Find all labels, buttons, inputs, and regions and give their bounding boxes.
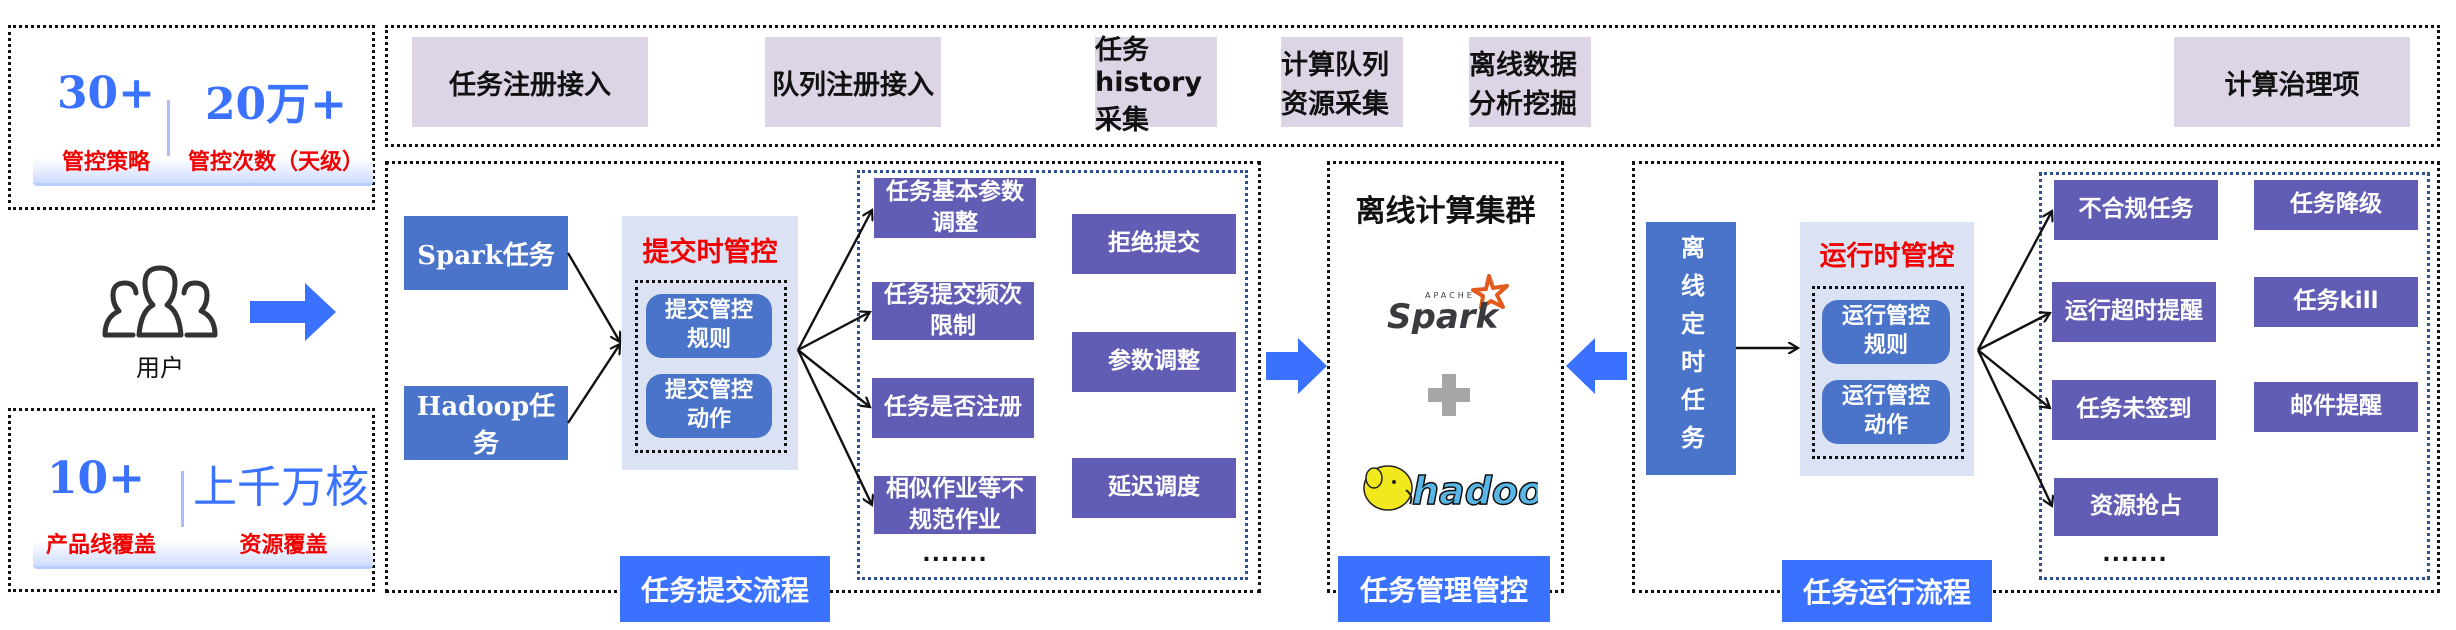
stats-platform bbox=[33, 541, 373, 569]
flow-arrow-right-icon bbox=[1266, 338, 1327, 394]
check-registered: 任务是否注册 bbox=[872, 378, 1034, 438]
data-collection-row: 任务注册接入 队列注册接入 任务history采集 计算队列资源采集 离线数据分… bbox=[385, 25, 2440, 147]
flow-arrow-right-icon bbox=[250, 283, 336, 341]
stat-divider bbox=[167, 100, 170, 156]
submit-control-group bbox=[635, 280, 787, 453]
submit-control-actions-label: 提交管控 动作 bbox=[664, 378, 753, 432]
spark-logo: APACHE Spark bbox=[1385, 274, 1515, 334]
tile-governance-items: 计算治理项 bbox=[2174, 37, 2410, 127]
runtime-control-actions: 运行管控 动作 bbox=[1822, 380, 1950, 444]
stat-policies-label: 管控策略 bbox=[61, 150, 150, 175]
runtime-control-panel: 运行时管控 运行管控 规则 运行管控 动作 bbox=[1800, 222, 1974, 476]
stat-resource-value: 上千万核 bbox=[193, 462, 369, 513]
submit-control-rules-label: 提交管控 规则 bbox=[664, 298, 753, 352]
stats-panel-bottom: 10+ 上千万核 产品线覆盖 资源覆盖 bbox=[8, 408, 375, 592]
cluster-label: 任务管理管控 bbox=[1338, 556, 1550, 622]
hadoop-logo-text: hadoop bbox=[1412, 469, 1538, 513]
stat-daily-count-label: 管控次数（天级） bbox=[187, 150, 364, 175]
spark-logo-apache: APACHE bbox=[1425, 291, 1475, 300]
flow-arrow-left-icon bbox=[1566, 338, 1627, 394]
check-resource-preemption: 资源抢占 bbox=[2054, 478, 2218, 536]
submit-control-title: 提交时管控 bbox=[642, 237, 778, 268]
submit-control-panel: 提交时管控 提交管控 规则 提交管控 动作 bbox=[622, 216, 798, 470]
stat-daily-count-value: 20万+ bbox=[204, 79, 348, 130]
users-icon bbox=[95, 265, 225, 340]
stat-policies-value: 30+ bbox=[56, 68, 156, 119]
action-downgrade-task: 任务降级 bbox=[2254, 180, 2418, 230]
action-kill-task: 任务kill bbox=[2254, 277, 2418, 327]
check-similar-jobs-label: 相似作业等不 规范作业 bbox=[886, 475, 1024, 533]
action-delay-schedule: 延迟调度 bbox=[1072, 458, 1236, 518]
tile-queue-registration: 队列注册接入 bbox=[765, 37, 941, 127]
check-timeout-alert: 运行超时提醒 bbox=[2052, 282, 2216, 342]
runtime-flow-section bbox=[1632, 161, 2440, 593]
cluster-title: 离线计算集群 bbox=[1355, 194, 1536, 229]
source-offline-scheduled-task: 离线定时任务 bbox=[1646, 222, 1736, 475]
submit-flow-label: 任务提交流程 bbox=[620, 556, 830, 622]
action-email-alert: 邮件提醒 bbox=[2254, 382, 2418, 432]
check-noncompliant-task: 不合规任务 bbox=[2054, 180, 2218, 240]
offline-cluster-section: 离线计算集群 APACHE Spark hadoop bbox=[1327, 161, 1564, 593]
check-similar-jobs: 相似作业等不 规范作业 bbox=[874, 476, 1036, 534]
check-submit-frequency-label: 任务提交频次 限制 bbox=[884, 281, 1022, 339]
runtime-control-title: 运行时管控 bbox=[1819, 241, 1955, 272]
source-offline-scheduled-task-label: 离线定时任务 bbox=[1676, 234, 1705, 463]
runtime-control-actions-label: 运行管控 动作 bbox=[1841, 384, 1930, 438]
stat-product-lines-value: 10+ bbox=[46, 453, 146, 504]
check-registered-label: 任务是否注册 bbox=[884, 394, 1022, 421]
spark-logo-text: Spark bbox=[1387, 297, 1501, 334]
plus-icon bbox=[1428, 374, 1470, 416]
stats-panel-top: 30+ 20万+ 管控策略 管控次数（天级） bbox=[8, 25, 375, 210]
source-hadoop-task: Hadoop任务 bbox=[404, 386, 568, 460]
tile-offline-analysis: 离线数据分析挖掘 bbox=[1469, 37, 1591, 127]
runtime-control-rules: 运行管控 规则 bbox=[1822, 300, 1950, 364]
check-basic-params-label: 任务基本参数 调整 bbox=[886, 178, 1024, 236]
runtime-control-rules-label: 运行管控 规则 bbox=[1841, 304, 1930, 358]
check-basic-params: 任务基本参数 调整 bbox=[874, 178, 1036, 238]
runtime-more-indicator: ....... bbox=[2102, 542, 2168, 567]
runtime-flow-label: 任务运行流程 bbox=[1782, 560, 1992, 622]
tile-task-history: 任务history采集 bbox=[1095, 35, 1217, 136]
stat-product-lines-label: 产品线覆盖 bbox=[45, 533, 156, 558]
stat-resource-label: 资源覆盖 bbox=[239, 533, 328, 558]
stats-platform bbox=[33, 158, 373, 186]
tile-task-registration: 任务注册接入 bbox=[412, 37, 648, 127]
runtime-control-group bbox=[1812, 286, 1964, 459]
source-spark-task: Spark任务 bbox=[404, 216, 568, 290]
users-label: 用户 bbox=[136, 354, 184, 382]
submit-more-indicator: ....... bbox=[922, 542, 988, 567]
submit-control-actions: 提交管控 动作 bbox=[646, 374, 772, 438]
check-not-signed-in: 任务未签到 bbox=[2052, 380, 2216, 440]
action-adjust-params: 参数调整 bbox=[1072, 332, 1236, 392]
action-reject-submit: 拒绝提交 bbox=[1072, 214, 1236, 274]
tile-queue-resources: 计算队列资源采集 bbox=[1281, 37, 1403, 127]
submit-control-rules: 提交管控 规则 bbox=[646, 294, 772, 358]
hadoop-logo: hadoop bbox=[1360, 456, 1538, 518]
check-submit-frequency: 任务提交频次 限制 bbox=[872, 282, 1034, 340]
stat-divider bbox=[181, 471, 184, 527]
